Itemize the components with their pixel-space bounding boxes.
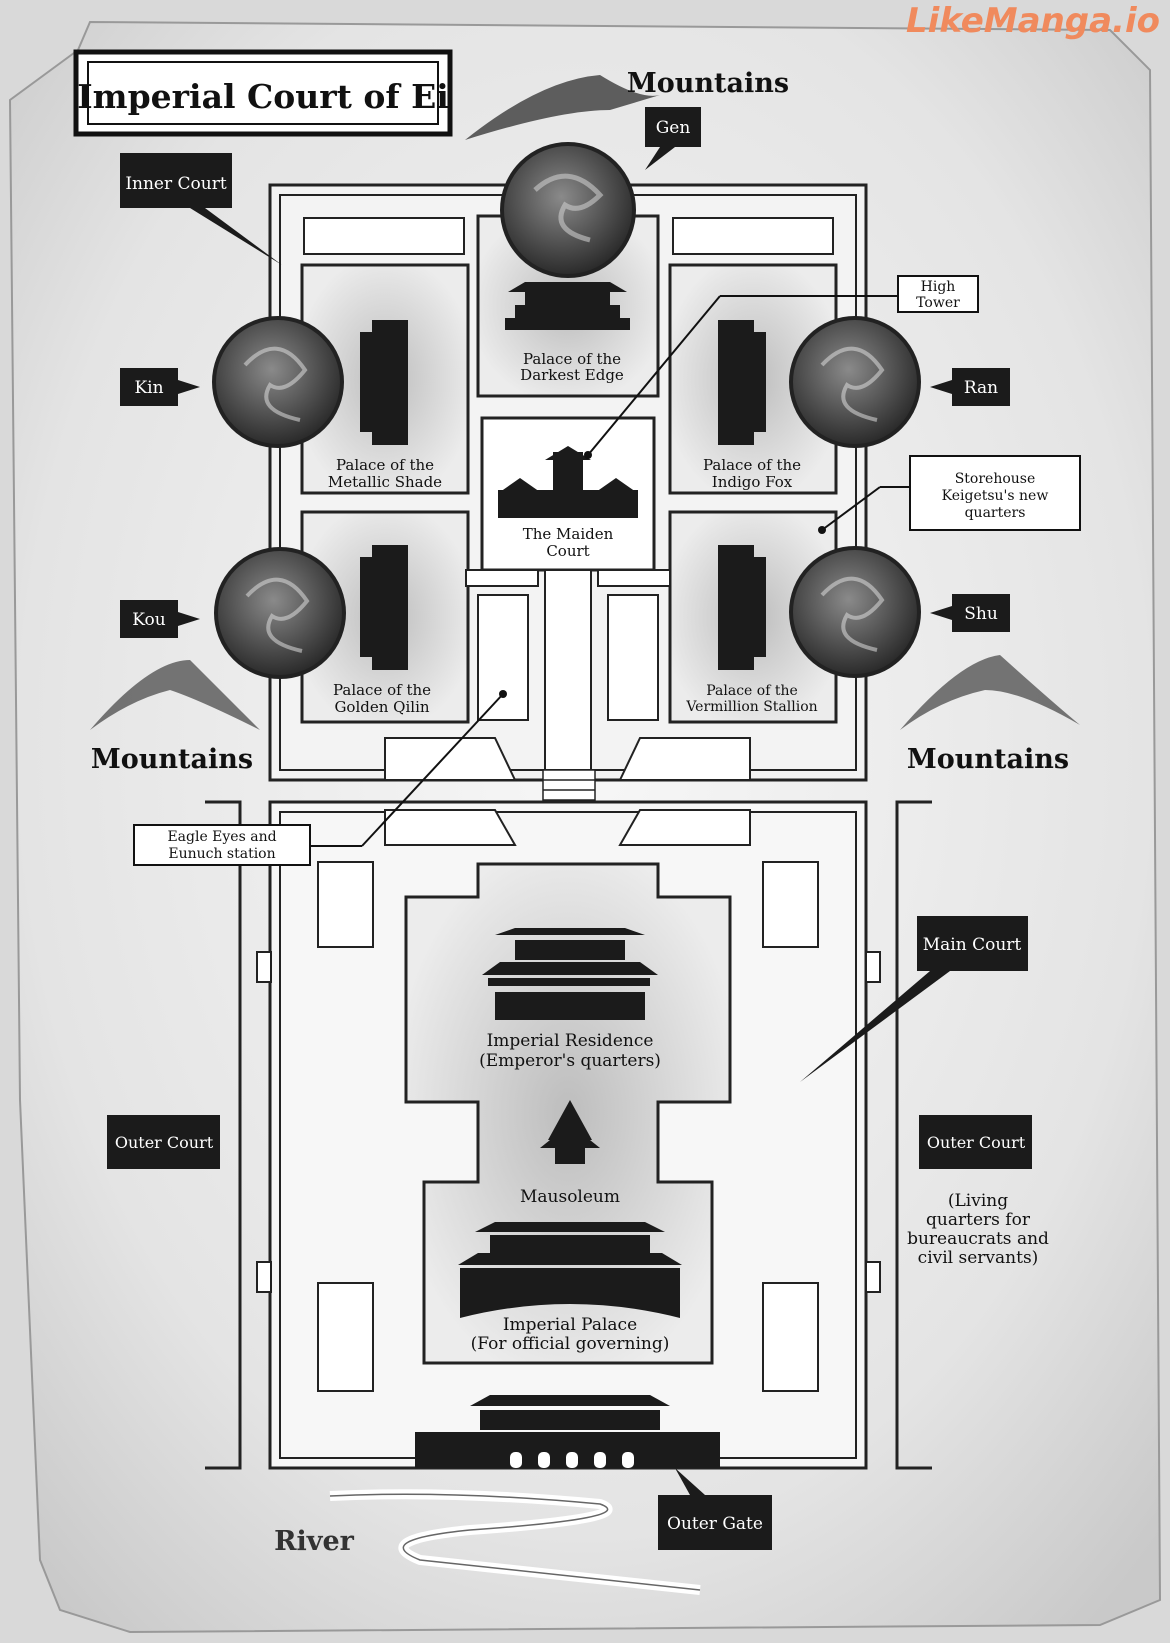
outer-court-note-1: (Living <box>948 1191 1008 1211</box>
imperial-palace-label: Imperial Palace <box>503 1315 637 1335</box>
shu-tag-text: Shu <box>964 604 998 624</box>
kou-dragon-emblem <box>214 547 346 679</box>
high-tower-callout-2: Tower <box>916 295 960 311</box>
imperial-residence-building <box>482 928 658 1020</box>
maiden-court-label-1: The Maiden <box>523 525 614 543</box>
mausoleum-label: Mausoleum <box>520 1187 620 1207</box>
storehouse-callout <box>909 455 1081 531</box>
storehouse-callout-1: Storehouse <box>955 471 1036 487</box>
mountain-top-art <box>465 75 660 140</box>
watermark-text: LikeManga.io <box>906 1 1160 41</box>
eagle-eyes-callout <box>133 824 311 866</box>
imperial-palace-sublabel: (For official governing) <box>471 1334 670 1354</box>
vermillion-label-2: Vermillion Stallion <box>685 699 817 715</box>
kin-dragon-emblem <box>212 316 344 448</box>
mountains-right-label: Mountains <box>907 744 1069 775</box>
outer-court-left-tag-text: Outer Court <box>115 1133 214 1152</box>
metallic-shade-building <box>360 320 408 445</box>
outer-court-left-tag <box>107 1115 220 1169</box>
golden-qilin-building <box>360 545 408 670</box>
indigo-fox-label-2: Indigo Fox <box>712 473 793 491</box>
ran-tag-text: Ran <box>964 378 998 398</box>
eagle-eyes-callout-2: Eunuch station <box>168 846 275 862</box>
golden-qilin-label-1: Palace of the <box>333 681 431 699</box>
imperial-palace-building <box>458 1222 682 1318</box>
inner-court-tag <box>120 153 232 208</box>
indigo-fox-label-1: Palace of the <box>703 456 801 474</box>
outer-court-note-4: civil servants) <box>918 1248 1039 1268</box>
mountain-left-art <box>90 660 260 730</box>
kou-tag-text: Kou <box>132 610 165 630</box>
outer-gate-tag <box>658 1495 772 1550</box>
storehouse-callout-3: quarters <box>965 505 1026 521</box>
mountain-right-art <box>900 655 1080 730</box>
river-label: River <box>274 1526 355 1557</box>
vermillion-label-1: Palace of the <box>706 683 798 699</box>
darkest-edge-label-2: Darkest Edge <box>520 366 624 384</box>
ran-tag <box>952 368 1010 406</box>
imperial-residence-label: Imperial Residence <box>487 1031 654 1051</box>
kin-tag <box>120 368 178 406</box>
map-title: Imperial Court of Ei <box>77 77 449 116</box>
outer-wall-right <box>895 800 932 1470</box>
mountains-top-label: Mountains <box>627 68 789 99</box>
main-court-tag <box>917 916 1028 971</box>
maiden-court-label-2: Court <box>546 542 589 560</box>
ran-dragon-emblem <box>789 316 921 448</box>
high-tower-building <box>498 446 638 518</box>
inner-court-tag-text: Inner Court <box>125 174 227 194</box>
metallic-shade-label-2: Metallic Shade <box>328 473 442 491</box>
outer-wall-left <box>205 800 242 1470</box>
shu-tag <box>952 594 1010 632</box>
eagle-eyes-station <box>477 594 529 721</box>
eagle-eyes-callout-1: Eagle Eyes and <box>167 829 276 845</box>
high-tower-callout <box>897 275 979 313</box>
kin-tag-text: Kin <box>134 378 163 398</box>
outer-gate-tag-text: Outer Gate <box>667 1514 763 1534</box>
gen-tag <box>645 107 701 147</box>
darkest-edge-building <box>505 282 630 330</box>
vermillion-stallion-building <box>718 545 766 670</box>
title-frame <box>73 49 453 137</box>
outer-court-note-3: bureaucrats and <box>907 1229 1049 1249</box>
main-court-tag-text: Main Court <box>923 935 1022 955</box>
outer-court-right-tag-text: Outer Court <box>927 1133 1026 1152</box>
shu-dragon-emblem <box>789 546 921 678</box>
indigo-fox-building <box>718 320 766 445</box>
storehouse-callout-2: Keigetsu's new <box>942 488 1049 504</box>
outer-court-note-2: quarters for <box>926 1210 1031 1230</box>
metallic-shade-label-1: Palace of the <box>336 456 434 474</box>
outer-court-right-tag <box>919 1115 1032 1169</box>
high-tower-callout-1: High <box>921 279 956 295</box>
gen-dragon-emblem <box>500 142 636 278</box>
kou-tag <box>120 600 178 638</box>
gen-tag-text: Gen <box>656 118 691 138</box>
mountains-left-label: Mountains <box>91 744 253 775</box>
imperial-residence-sublabel: (Emperor's quarters) <box>479 1051 661 1071</box>
mausoleum-building <box>540 1100 600 1164</box>
darkest-edge-label-1: Palace of the <box>523 350 621 368</box>
golden-qilin-label-2: Golden Qilin <box>334 698 429 716</box>
